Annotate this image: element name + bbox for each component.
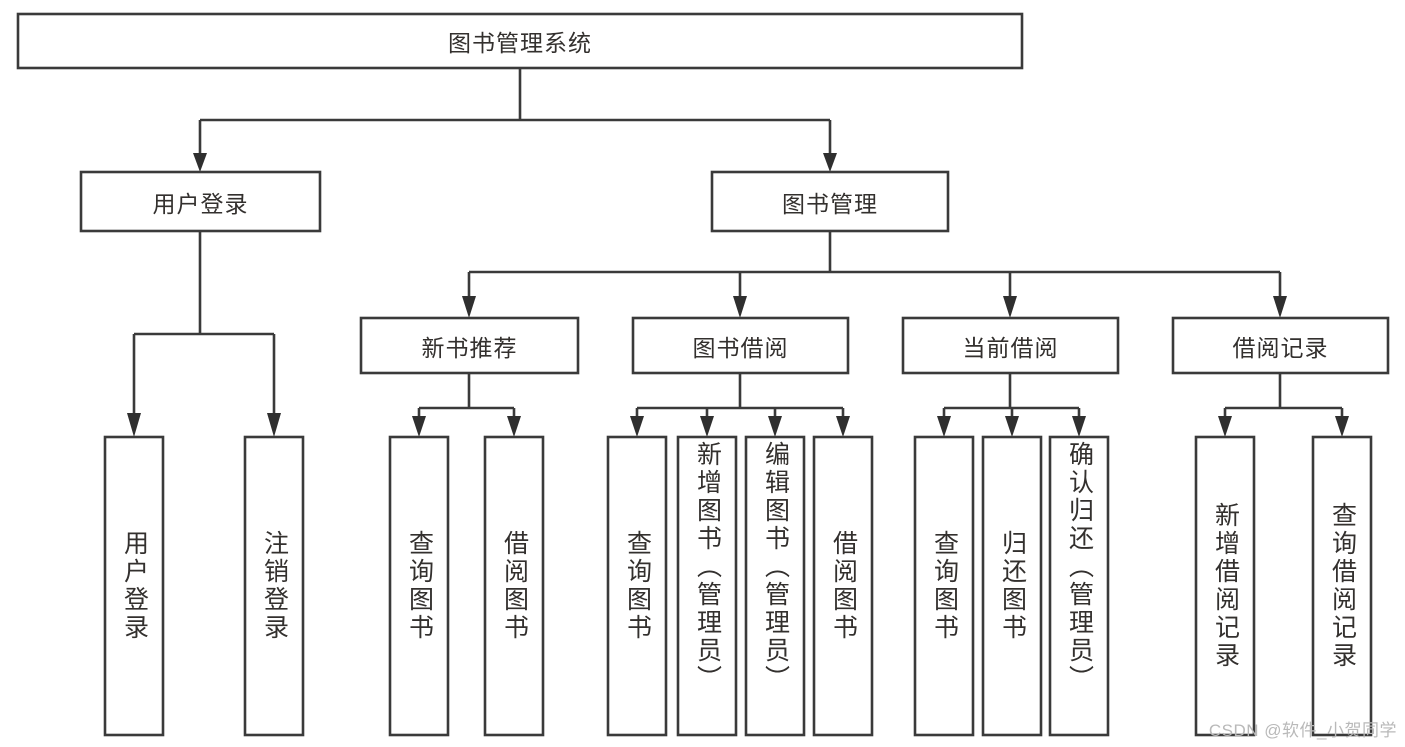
node-box-leaf-add-book[interactable] <box>676 435 738 737</box>
arrowhead-leaf-logout <box>267 413 281 437</box>
node-box-user-login[interactable] <box>79 170 322 233</box>
node-box-leaf-confirm-return[interactable] <box>1048 435 1110 737</box>
arrowhead-borrow-record <box>1273 296 1287 318</box>
arrowhead-leaf-query-book-cb <box>937 416 951 437</box>
arrowhead-current-borrow <box>1003 296 1017 318</box>
node-box-leaf-query-book-cb[interactable] <box>913 435 975 737</box>
arrowhead-leaf-query-book-rec <box>412 416 426 437</box>
node-box-new-book-recommend[interactable] <box>359 316 580 375</box>
arrowhead-leaf-add-book <box>700 416 714 437</box>
arrowhead-leaf-borrow-book-bb <box>836 416 850 437</box>
node-box-leaf-edit-book[interactable] <box>744 435 806 737</box>
node-box-root[interactable] <box>16 12 1024 70</box>
node-box-leaf-add-record[interactable] <box>1194 435 1256 737</box>
node-box-leaf-borrow-book-bb[interactable] <box>812 435 874 737</box>
node-box-book-manage[interactable] <box>710 170 950 233</box>
arrowhead-new-book-recommend <box>462 296 476 318</box>
arrowhead-leaf-user-login <box>127 413 141 437</box>
arrowhead-leaf-add-record <box>1218 416 1232 437</box>
arrowhead-leaf-query-book-bb <box>630 416 644 437</box>
node-box-leaf-user-login[interactable] <box>103 435 165 737</box>
node-box-leaf-return-book[interactable] <box>981 435 1043 737</box>
node-box-leaf-borrow-book-rec[interactable] <box>483 435 545 737</box>
arrowhead-user-login <box>193 153 207 172</box>
node-box-leaf-logout[interactable] <box>243 435 305 737</box>
node-box-layer <box>16 12 1390 737</box>
node-box-leaf-query-book-rec[interactable] <box>388 435 450 737</box>
arrowhead-leaf-edit-book <box>768 416 782 437</box>
node-box-leaf-query-record[interactable] <box>1311 435 1373 737</box>
node-box-leaf-query-book-bb[interactable] <box>606 435 668 737</box>
arrowhead-book-borrow <box>733 296 747 318</box>
arrowhead-book-manage <box>823 153 837 172</box>
node-box-current-borrow[interactable] <box>901 316 1120 375</box>
arrowhead-leaf-return-book <box>1005 416 1019 437</box>
arrowhead-leaf-confirm-return <box>1072 416 1086 437</box>
arrowhead-leaf-query-record <box>1335 416 1349 437</box>
connector-layer <box>127 68 1349 437</box>
node-box-book-borrow[interactable] <box>631 316 850 375</box>
node-box-borrow-record[interactable] <box>1171 316 1390 375</box>
arrowhead-leaf-borrow-book-rec <box>507 416 521 437</box>
